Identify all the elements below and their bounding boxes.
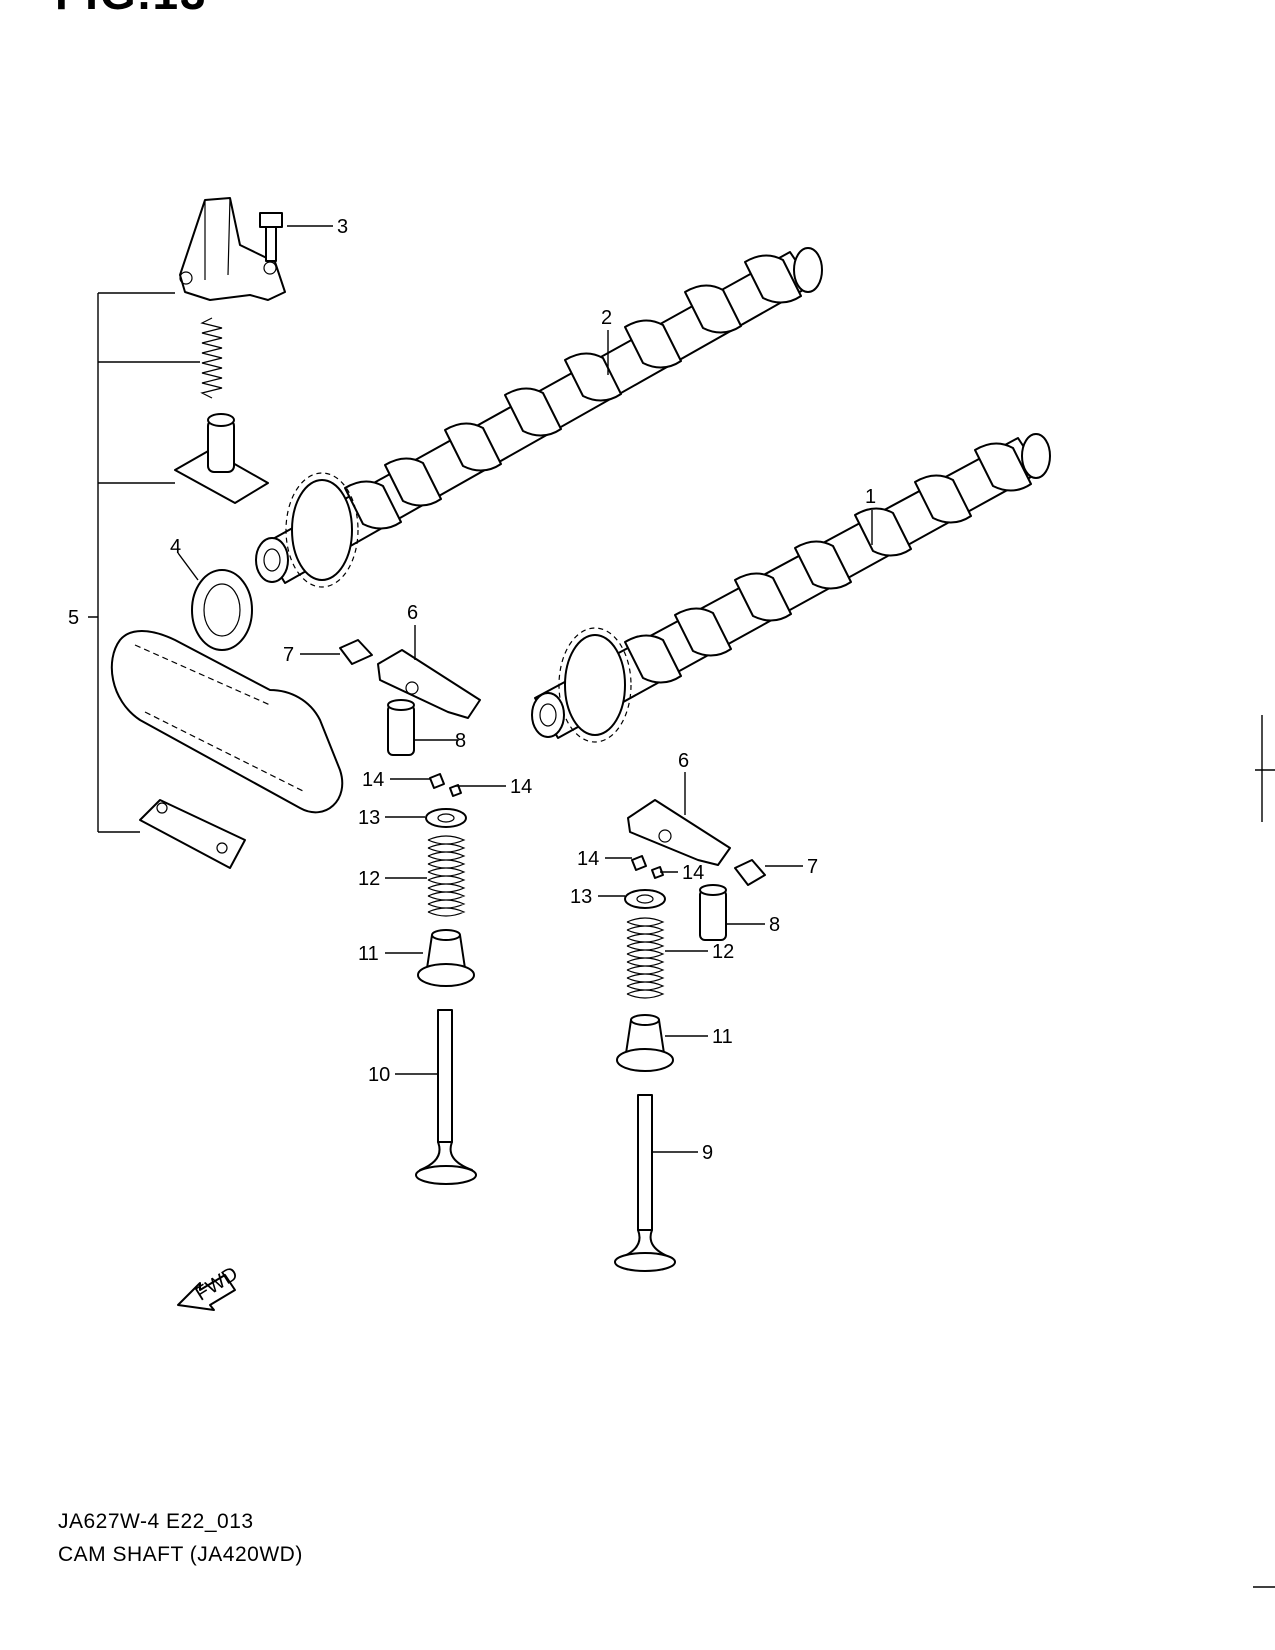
callout-11-right: 11: [712, 1026, 733, 1048]
tensioner-plunger: [174, 413, 269, 504]
sprocket-upper: [285, 472, 359, 588]
callout-12-right: 12: [712, 941, 734, 963]
lash-adjuster-right: [699, 884, 727, 941]
callout-4: 4: [170, 536, 181, 558]
leader-lines: [177, 225, 873, 1153]
sprocket-lower: [558, 627, 632, 743]
callout-12-left: 12: [358, 868, 380, 890]
callout-14-b: 14: [510, 776, 532, 798]
callout-6-right: 6: [678, 750, 689, 772]
spring-retainer-right: [624, 889, 666, 909]
callout-numbers: 3 2 1 4 5 6 7 8 14 14 13 12 11 10 6 7 14…: [68, 216, 876, 1164]
callout-6-left: 6: [407, 602, 418, 624]
diagram-title: CAM SHAFT (JA420WD): [58, 1543, 303, 1566]
valve-stem-seal-left: [417, 929, 475, 987]
chain-guide: [139, 799, 246, 869]
rocker-arm-left: [377, 649, 481, 719]
exhaust-valve: [614, 1094, 676, 1272]
valve-spring-right: [626, 917, 665, 999]
callout-10: 10: [368, 1064, 390, 1086]
callout-7-left: 7: [283, 644, 294, 666]
valve-keepers-left: [429, 773, 462, 797]
callout-7-right: 7: [807, 856, 818, 878]
callout-14-c: 14: [577, 848, 599, 870]
callout-2: 2: [601, 307, 612, 329]
spring-retainer-left: [425, 808, 467, 828]
camshaft-upper: [255, 247, 823, 588]
page-edge-marks: [1253, 715, 1275, 1588]
timing-chain: [110, 630, 344, 814]
callout-14-d: 14: [682, 862, 704, 884]
intake-valve: [415, 1009, 477, 1185]
callout-13-right: 13: [570, 886, 592, 908]
figure-heading: FIG.13: [55, 0, 208, 20]
camshaft-seal: [191, 569, 253, 651]
rocker-arm-right: [627, 799, 731, 866]
callout-14-a: 14: [362, 769, 384, 791]
diagram-code: JA627W-4 E22_013: [58, 1510, 254, 1533]
tensioner-bolt: [259, 212, 283, 262]
callout-3: 3: [337, 216, 348, 238]
callout-9: 9: [702, 1142, 713, 1164]
callout-1: 1: [865, 486, 876, 508]
camshaft-lower: [531, 433, 1051, 743]
callout-8-left: 8: [455, 730, 466, 752]
fwd-arrow-icon: FWD: [177, 1263, 242, 1311]
callout-8-right: 8: [769, 914, 780, 936]
callout-5: 5: [68, 607, 79, 629]
valve-spring-left: [427, 835, 466, 917]
callout-11-left: 11: [358, 943, 379, 965]
pivot-right: [734, 859, 766, 886]
callout-13-left: 13: [358, 807, 380, 829]
tensioner-spring: [200, 317, 223, 399]
valve-stem-seal-right: [616, 1014, 674, 1072]
pivot-left: [339, 639, 373, 665]
valve-keepers-right: [631, 855, 664, 879]
chain-tensioner: [179, 197, 286, 301]
lash-adjuster-left: [387, 699, 415, 756]
